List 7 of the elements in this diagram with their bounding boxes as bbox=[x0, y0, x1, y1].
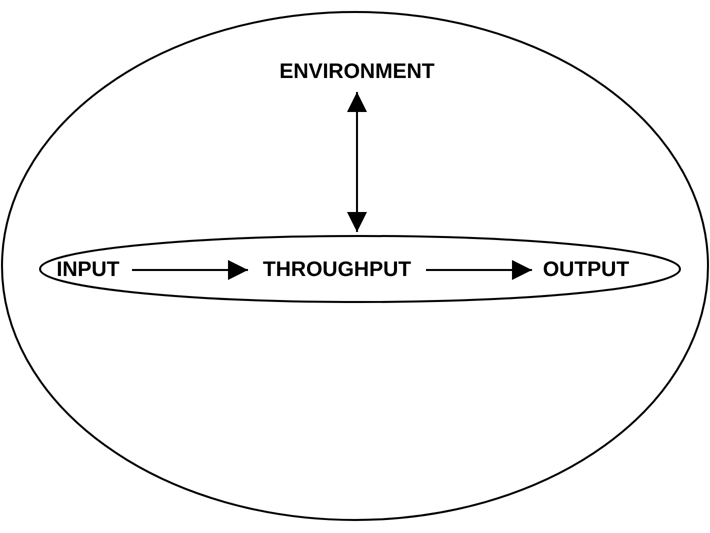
arrow bbox=[132, 260, 248, 280]
node-label: OUTPUT bbox=[542, 257, 630, 283]
arrow bbox=[347, 92, 367, 232]
arrow bbox=[426, 260, 532, 280]
node-label: ENVIRONMENT bbox=[278, 59, 436, 85]
node-label: THROUGHPUT bbox=[262, 257, 412, 283]
node-label: INPUT bbox=[56, 257, 120, 283]
